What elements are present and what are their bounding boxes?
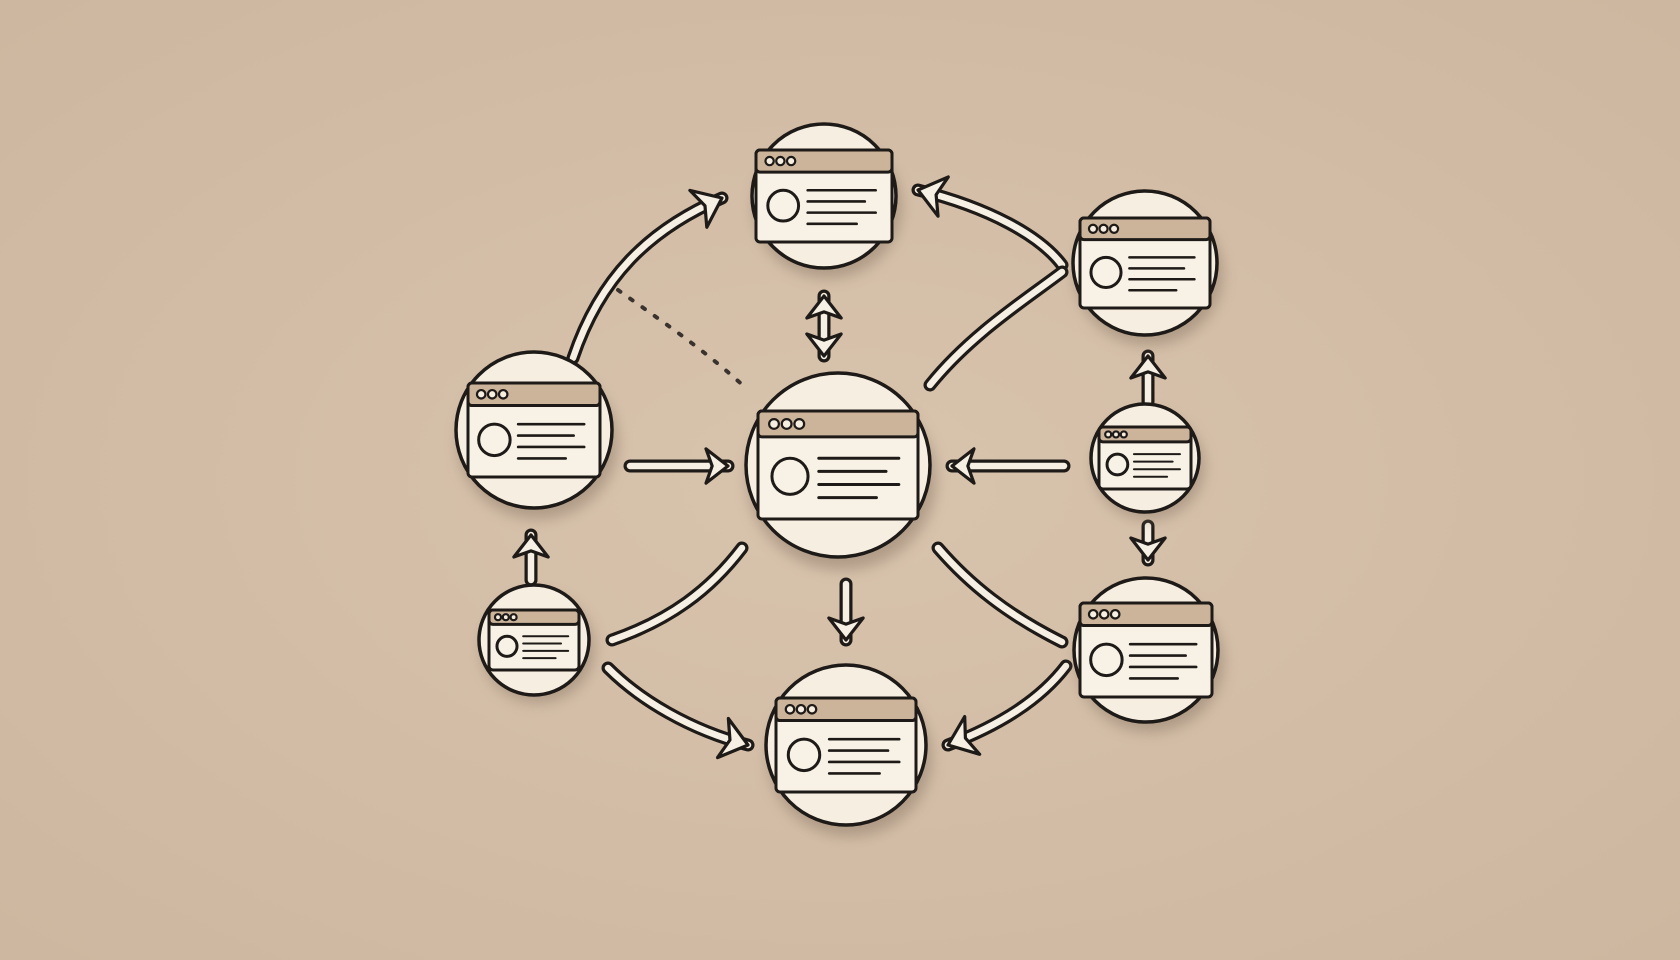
node-bottom	[764, 663, 932, 837]
node-right-top	[1071, 189, 1223, 346]
browser-window-icon	[756, 409, 920, 521]
node-top	[750, 122, 902, 279]
arrow-left-to-center	[623, 447, 735, 485]
node-left	[454, 350, 618, 519]
arrow-right-middle-to-center	[945, 447, 1071, 485]
browser-window-icon	[1097, 425, 1193, 491]
dotted-link-left-to-center	[616, 288, 750, 392]
arrow-center-to-right-bottom	[931, 541, 1069, 649]
arrow-left-small-to-bottom	[601, 661, 755, 760]
arrow-center-to-left-small	[605, 541, 749, 647]
node-left-small	[477, 583, 595, 703]
browser-window-icon	[754, 148, 894, 244]
browser-window-icon	[487, 608, 581, 672]
browser-window-icon	[466, 381, 602, 479]
node-right-middle	[1089, 402, 1205, 520]
arrow-right-top-to-top	[911, 175, 1069, 272]
nodes	[454, 122, 1224, 837]
node-right-bottom	[1072, 576, 1224, 733]
arrow-right-middle-to-right-bottom	[1129, 519, 1167, 567]
browser-window-icon	[774, 696, 918, 794]
browser-window-icon	[1078, 216, 1212, 310]
arrow-center-top-double	[805, 289, 843, 363]
arrow-left-to-top	[566, 188, 729, 365]
arrow-right-bottom-to-bottom	[941, 659, 1073, 756]
arrow-center-to-bottom	[827, 577, 865, 647]
connectors	[512, 175, 1167, 760]
arrow-left-small-to-left	[512, 528, 550, 587]
arrow-right-top-to-center	[923, 265, 1069, 392]
node-center	[744, 371, 936, 570]
arrow-right-middle-to-right-top	[1129, 349, 1167, 409]
browser-window-icon	[1078, 601, 1214, 699]
